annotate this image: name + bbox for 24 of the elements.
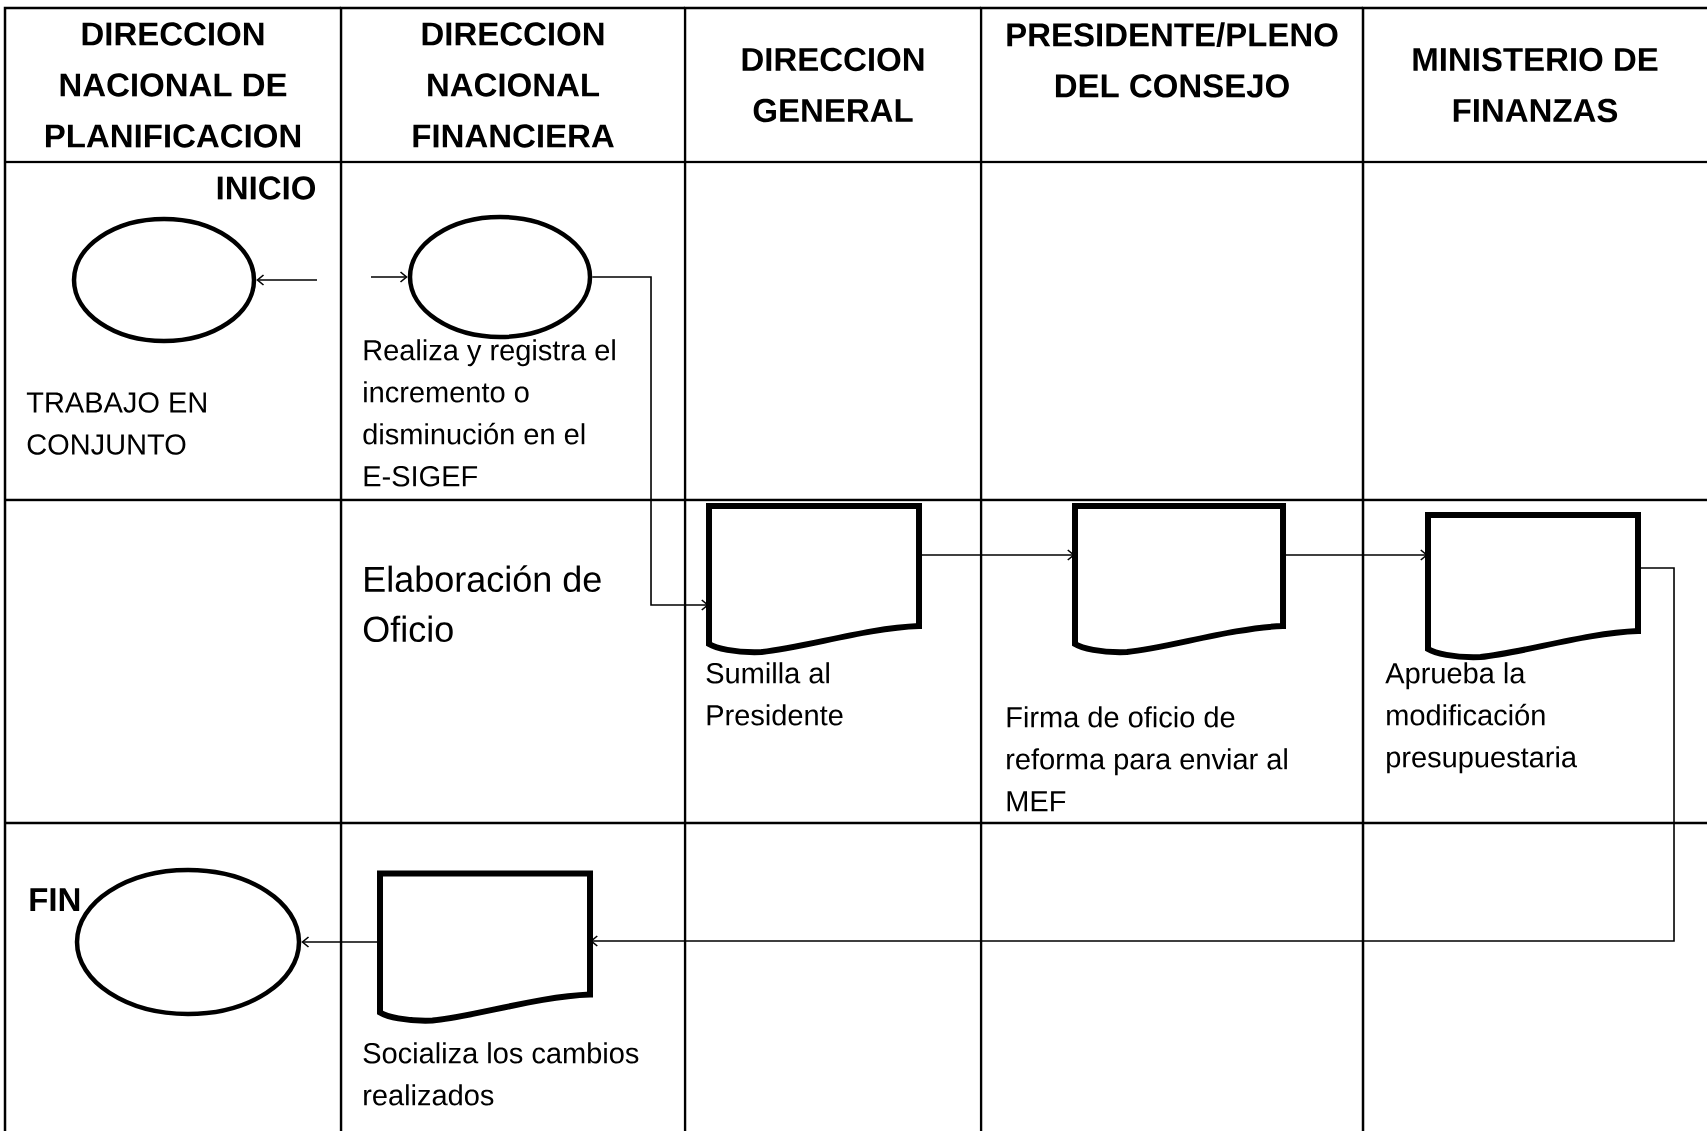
document-shape bbox=[706, 503, 922, 656]
arrow bbox=[256, 274, 318, 286]
end-label: FIN bbox=[30, 888, 80, 911]
terminator-oval bbox=[407, 214, 593, 340]
lane-header: DIRECCION NACIONAL DE PLANIFICACION bbox=[46, 22, 301, 148]
lane-header: MINISTERIO DE FINANZAS bbox=[1413, 47, 1658, 123]
step-caption: Realiza y registra el incremento o disminución en el E-SIGEF bbox=[363, 339, 615, 487]
step-caption: Sumilla al Presidente bbox=[706, 662, 843, 726]
document-shape bbox=[1425, 512, 1641, 661]
lane-header: DIRECCION GENERAL bbox=[742, 47, 924, 123]
document-shape bbox=[377, 870, 593, 1024]
step-caption: Socializa los cambios realizados bbox=[363, 1042, 639, 1106]
step-caption: Firma de oficio de reforma para enviar al MEF bbox=[1007, 706, 1287, 812]
start-label: INICIO bbox=[217, 176, 316, 200]
terminator-oval bbox=[71, 216, 257, 344]
lane-header: PRESIDENTE/PLENO DEL CONSEJO bbox=[1007, 22, 1338, 98]
step-caption: Aprueba la modificación presupuestaria bbox=[1385, 662, 1577, 774]
lane-header: DIRECCION NACIONAL FINANCIERA bbox=[413, 22, 614, 148]
step-caption: TRABAJO EN CONJUNTO bbox=[26, 392, 206, 455]
arrow bbox=[370, 271, 408, 283]
step-label: Elaboración de Oficio bbox=[363, 565, 601, 643]
document-shape bbox=[1072, 503, 1286, 656]
arrow bbox=[590, 567, 1675, 947]
arrow bbox=[591, 276, 709, 611]
